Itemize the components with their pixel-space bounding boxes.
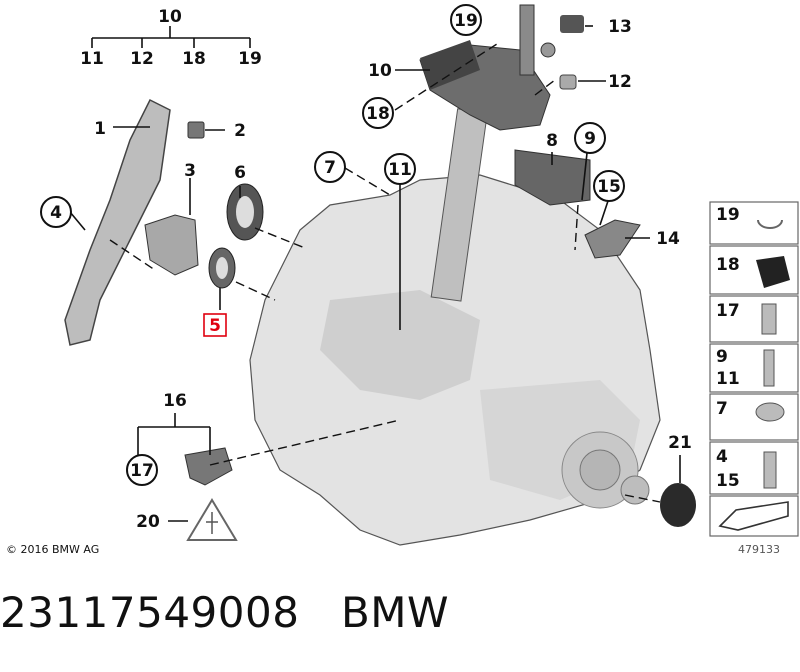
image-number: 479133 bbox=[738, 543, 780, 556]
label-5-highlight-box bbox=[203, 313, 227, 337]
legend-top-1: 18 bbox=[716, 255, 740, 275]
hex-bolt-icon bbox=[763, 349, 775, 387]
legend-top-0: 19 bbox=[716, 205, 740, 225]
label-18: 18 bbox=[182, 49, 206, 69]
rubber-mount-icon bbox=[756, 256, 790, 288]
label-10-shift: 10 bbox=[368, 61, 392, 81]
svg-text:11: 11 bbox=[388, 160, 412, 180]
svg-text:19: 19 bbox=[454, 11, 478, 31]
label-1: 1 bbox=[94, 119, 106, 139]
callout-4: 4 bbox=[40, 196, 72, 228]
label-3: 3 bbox=[184, 161, 196, 181]
clutch-release-parts bbox=[64, 98, 264, 346]
svg-text:18: 18 bbox=[366, 104, 390, 124]
label-16: 16 bbox=[163, 391, 187, 411]
flange-bolt-icon bbox=[763, 451, 777, 489]
legend-bottom-5: 15 bbox=[716, 471, 740, 491]
callout-18: 18 bbox=[362, 97, 394, 129]
legend-bottom-3: 11 bbox=[716, 369, 740, 389]
label-10: 10 bbox=[158, 7, 182, 27]
legend-top-5: 4 bbox=[716, 447, 728, 467]
svg-text:4: 4 bbox=[50, 203, 62, 223]
allen-bolt-icon bbox=[761, 303, 777, 335]
electrical-warning-icon bbox=[186, 498, 238, 541]
shift-lever-assembly bbox=[419, 4, 584, 302]
fastener-legend: 19 18 17 9 11 7 4 15 bbox=[709, 201, 799, 537]
drain-plug-icon bbox=[755, 402, 785, 422]
group-10-tree: 10 11 12 18 19 bbox=[80, 7, 262, 69]
svg-text:7: 7 bbox=[324, 158, 336, 178]
gearbox-housing bbox=[249, 174, 661, 546]
label-20: 20 bbox=[136, 512, 160, 532]
label-6: 6 bbox=[234, 163, 246, 183]
legend-top-3: 9 bbox=[716, 347, 728, 367]
legend-top-4: 7 bbox=[716, 399, 728, 419]
direction-arrow-icon bbox=[718, 501, 789, 531]
label-13: 13 bbox=[608, 17, 632, 37]
label-11: 11 bbox=[80, 49, 104, 69]
leader-lines bbox=[69, 25, 681, 522]
callout-17: 17 bbox=[126, 454, 158, 486]
label-21: 21 bbox=[668, 433, 692, 453]
part-number-caption: 23117549008 BMW bbox=[0, 588, 450, 637]
legend-top-2: 17 bbox=[716, 301, 740, 321]
copyright-notice: © 2016 BMW AG bbox=[6, 543, 100, 556]
circlip-icon bbox=[757, 219, 783, 229]
circle-callouts: 19 18 4 7 11 9 15 17 bbox=[40, 4, 625, 486]
brackets bbox=[184, 149, 696, 527]
svg-text:17: 17 bbox=[130, 461, 154, 481]
label-12-shift: 12 bbox=[608, 72, 632, 92]
plain-labels: 1 2 3 6 10 8 13 12 14 20 21 5 bbox=[94, 17, 692, 532]
label-2: 2 bbox=[234, 121, 246, 141]
callout-15: 15 bbox=[593, 170, 625, 202]
callout-9: 9 bbox=[574, 122, 606, 154]
label-12: 12 bbox=[130, 49, 154, 69]
group-16-tree: 16 bbox=[137, 391, 211, 455]
exploded-diagram: 10 11 12 18 19 16 bbox=[40, 4, 696, 546]
callout-11: 11 bbox=[384, 153, 416, 185]
callout-7: 7 bbox=[314, 151, 346, 183]
svg-text:15: 15 bbox=[597, 177, 621, 197]
svg-text:9: 9 bbox=[584, 129, 596, 149]
label-19: 19 bbox=[238, 49, 262, 69]
label-5: 5 bbox=[209, 316, 221, 336]
label-14: 14 bbox=[656, 229, 680, 249]
callout-19: 19 bbox=[450, 4, 482, 36]
label-8: 8 bbox=[546, 131, 558, 151]
